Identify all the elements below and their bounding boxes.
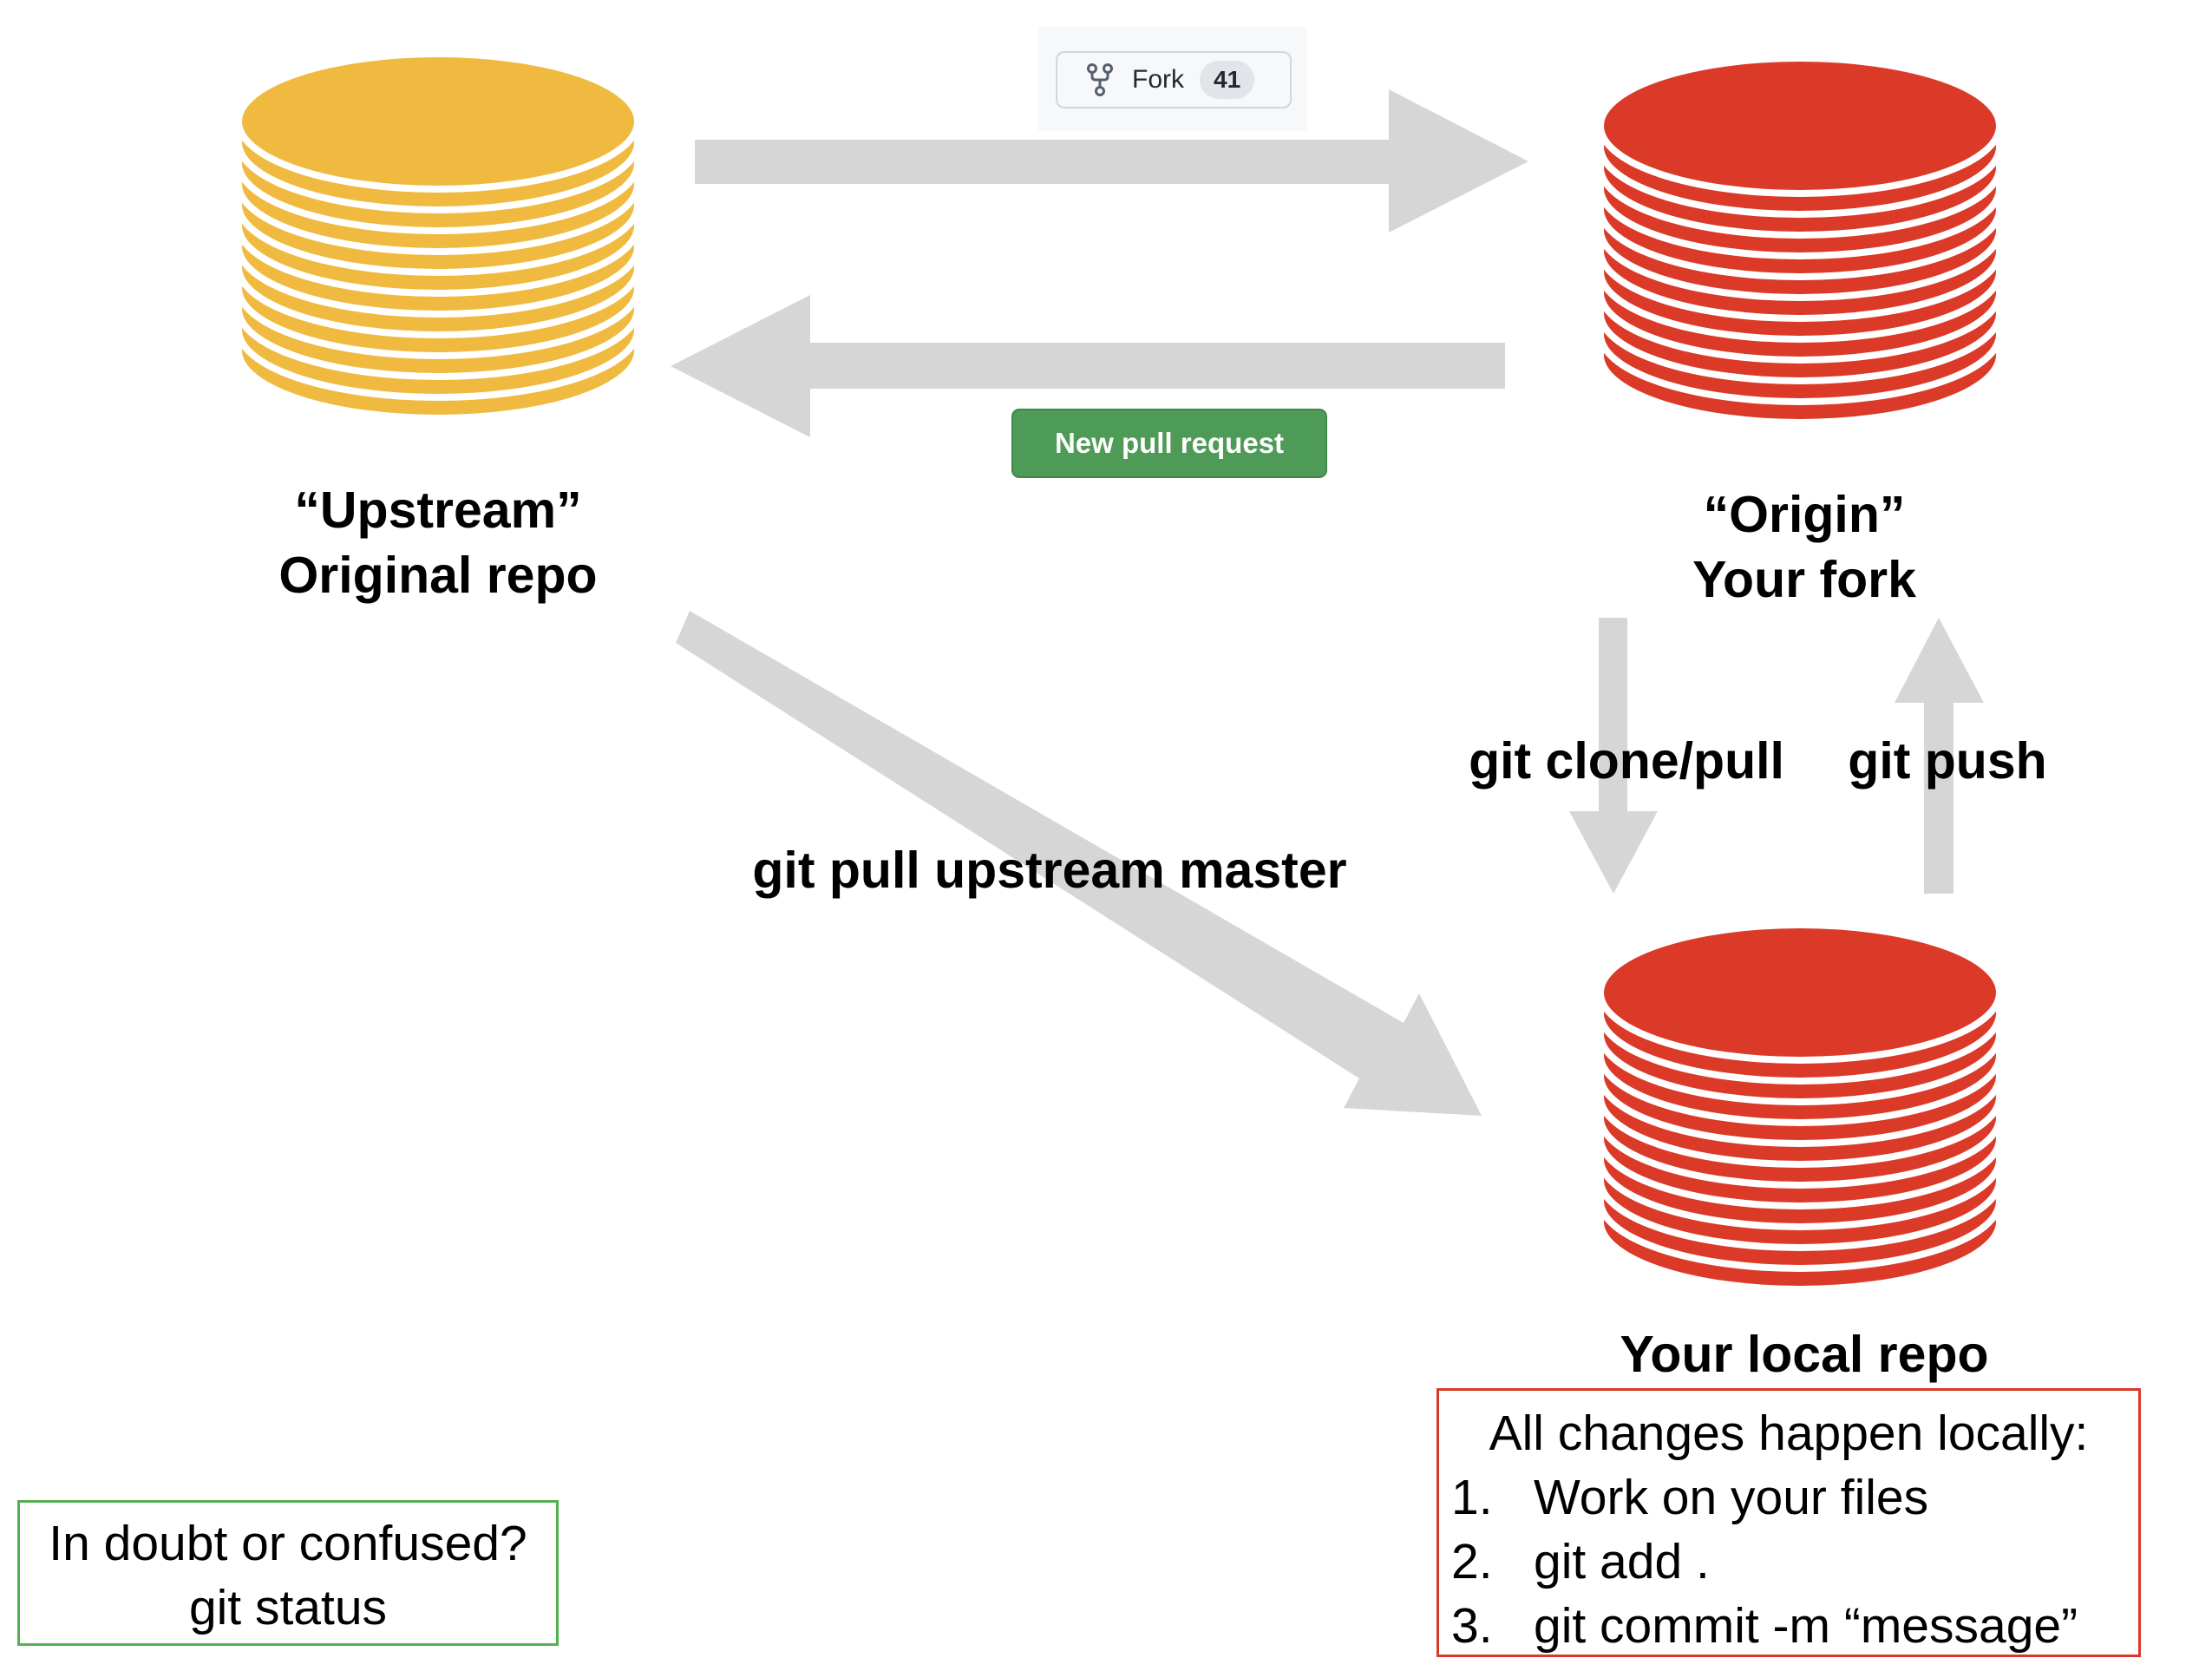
local-changes-note: All changes happen locally: 1. Work on y… [1436,1388,2141,1657]
local-repo-icon [1597,921,2003,1293]
help-note-command: git status [188,1580,388,1636]
origin-label: “Origin” Your fork [1570,482,2039,613]
fork-badge-backdrop: Fork 41 [1038,27,1307,131]
clone-pull-label: git clone/pull [1469,732,1784,790]
push-arrow [1895,618,1984,894]
pull-request-arrow [671,295,1505,437]
local-note-step: 2. git add . [1451,1534,1710,1590]
fork-button[interactable]: Fork 41 [1056,51,1292,108]
upstream-label: “Upstream” Original repo [208,478,668,608]
fork-label: Fork [1132,65,1184,94]
cylinder-disk-top [1597,55,2003,197]
cylinder-disk-top [1597,921,2003,1064]
cylinder-disk-top [235,50,641,193]
local-note-title: All changes happen locally: [1489,1406,2089,1461]
upstream-quote: “Upstream” [294,482,582,539]
help-note-question: In doubt or confused? [49,1516,527,1571]
push-label: git push [1848,732,2047,790]
local-note-step: 3. git commit -m “message” [1451,1598,2078,1655]
local-label: Your local repo [1620,1326,1989,1383]
new-pull-request-button[interactable]: New pull request [1011,409,1327,478]
origin-name: Your fork [1692,550,1916,608]
fork-count: 41 [1200,61,1255,99]
help-note: In doubt or confused? git status [17,1500,559,1646]
repo-forked-icon [1087,63,1113,96]
origin-quote: “Origin” [1703,486,1906,543]
upstream-name: Original repo [278,546,598,604]
fork-arrow [695,89,1528,233]
pull-upstream-arrow [676,611,1482,1116]
clone-pull-arrow [1569,618,1658,894]
local-note-step: 1. Work on your files [1451,1470,1929,1526]
origin-fork-icon [1597,55,2003,426]
pull-upstream-label: git pull upstream master [752,842,1347,899]
upstream-repo-icon [235,50,641,422]
